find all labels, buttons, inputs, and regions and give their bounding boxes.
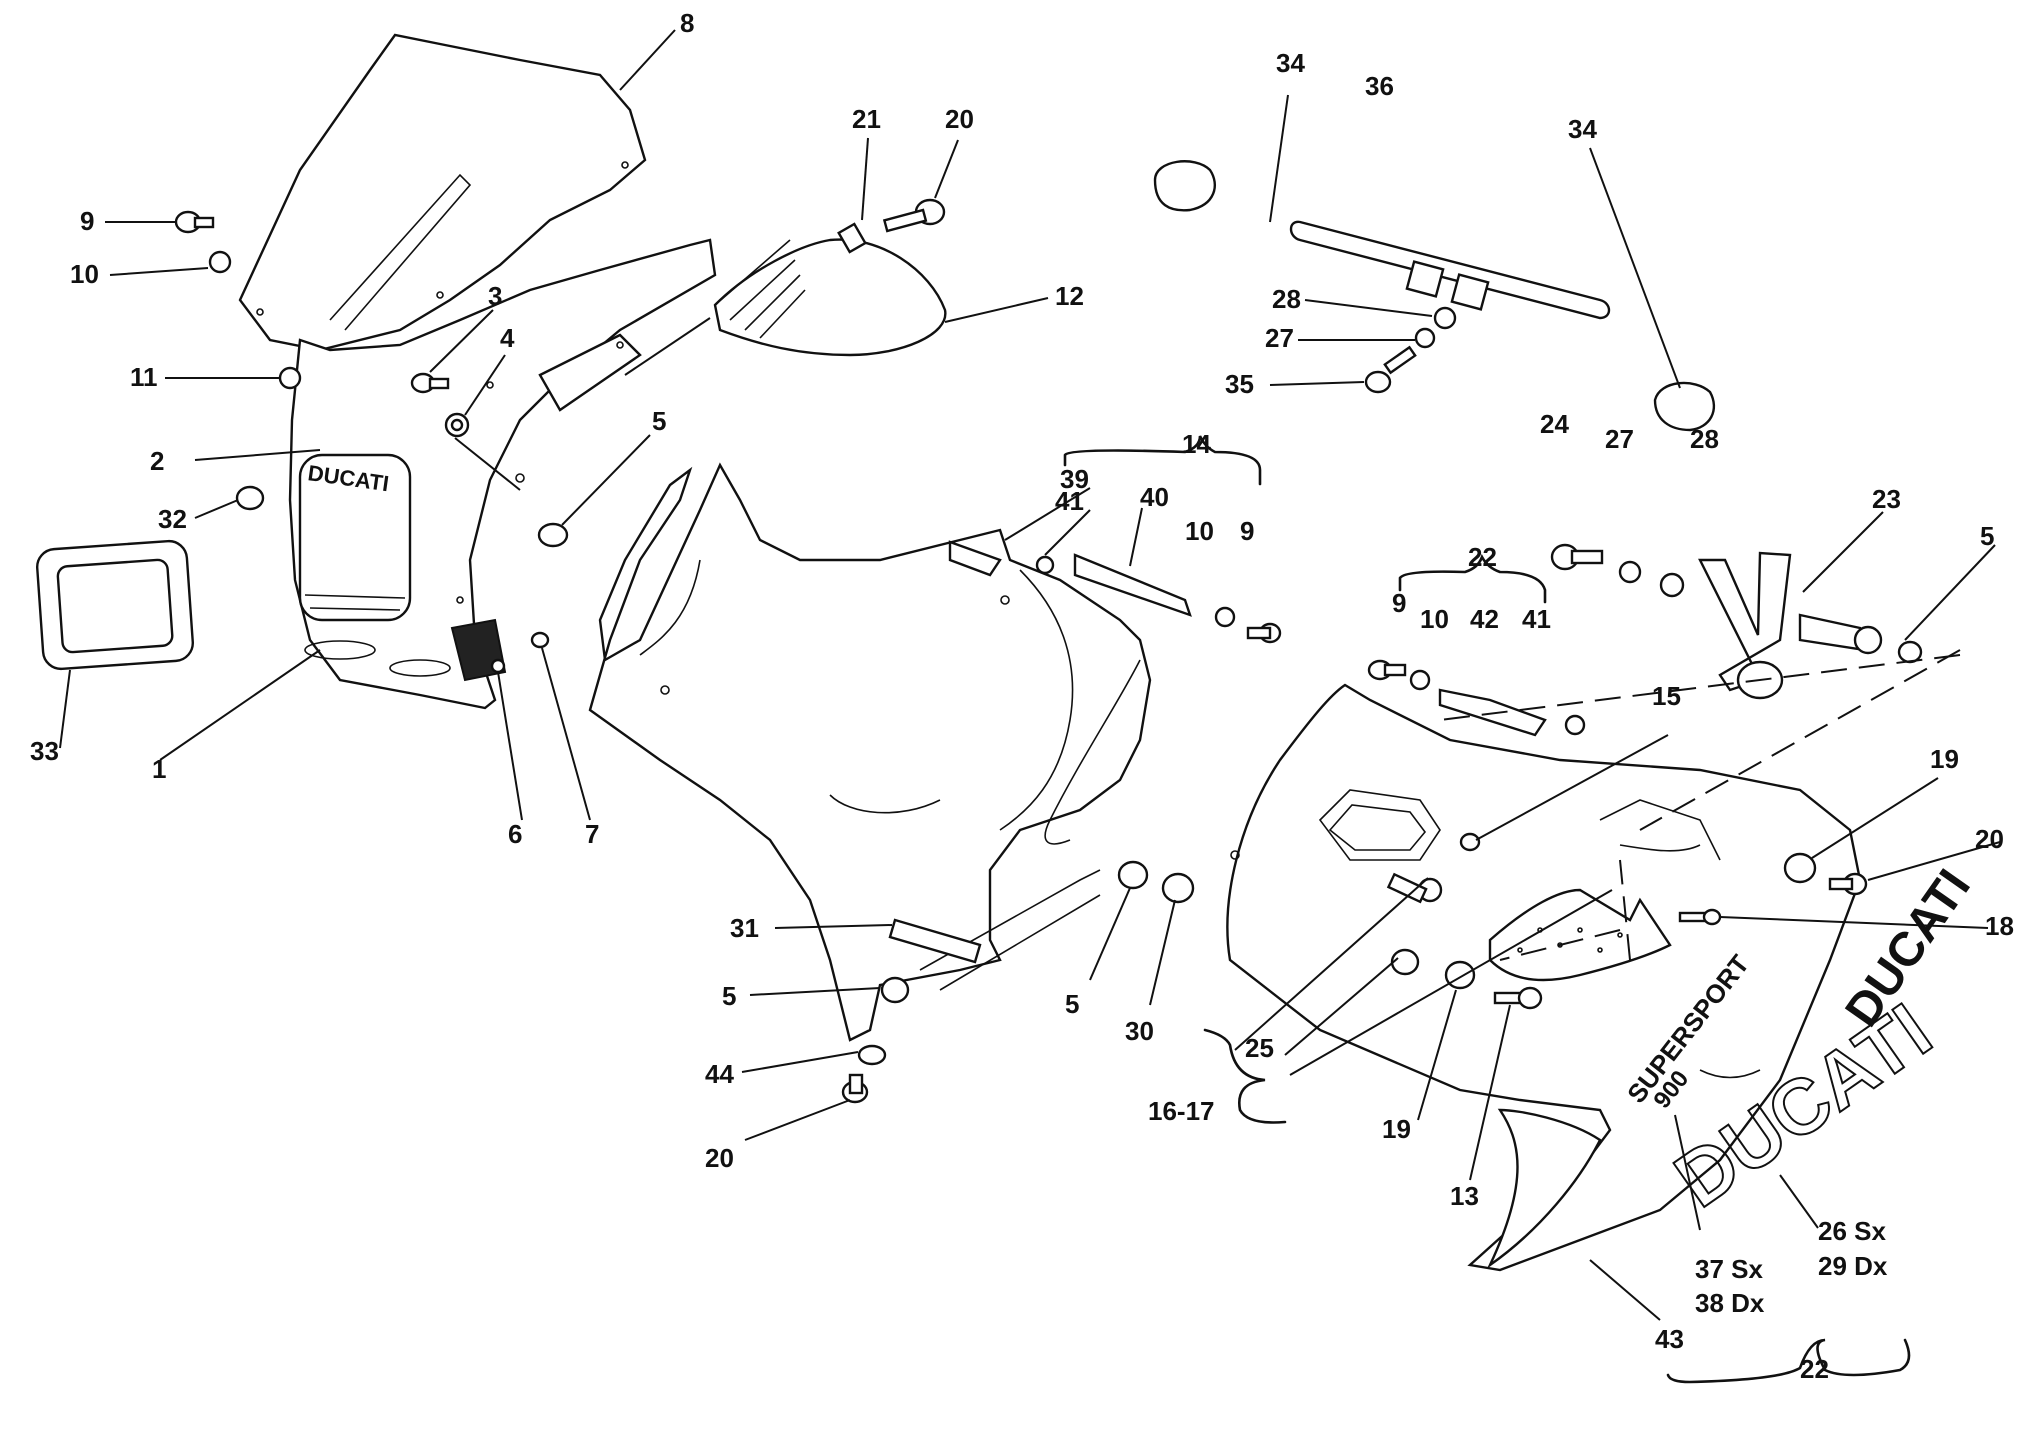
- callout-39: 39: [1060, 464, 1089, 494]
- callout-labels: 8 9 10 11 3 4 2 32 5 33 1 6 7 21 20 12 3…: [30, 8, 2014, 1384]
- callout-43: 43: [1655, 1324, 1684, 1354]
- lower-cowl: [1486, 1108, 1602, 1269]
- callout-4: 4: [500, 323, 515, 353]
- callout-31: 31: [730, 913, 759, 943]
- callout-34a: 34: [1276, 48, 1305, 78]
- callout-28b: 28: [1690, 424, 1719, 454]
- callout-9: 9: [80, 206, 94, 236]
- callout-18: 18: [1985, 911, 2014, 941]
- callout-5b: 5: [1980, 521, 1994, 551]
- leader-lines: [59, 29, 2001, 1321]
- callout-44: 44: [705, 1059, 734, 1089]
- callout-24: 24: [1540, 409, 1569, 439]
- callout-22b: 22: [1800, 1354, 1829, 1384]
- nose-fairing: DUCATI: [288, 238, 717, 710]
- callout-34b: 34: [1568, 114, 1597, 144]
- callout-42: 42: [1470, 604, 1499, 634]
- callout-10c: 10: [1420, 604, 1449, 634]
- callout-41b: 41: [1522, 604, 1551, 634]
- callout-9b: 9: [1240, 516, 1254, 546]
- callout-37: 37 Sx: [1695, 1254, 1763, 1284]
- assembly-lines: [1439, 649, 1961, 961]
- callout-29: 29 Dx: [1818, 1251, 1888, 1281]
- callout-5c: 5: [722, 981, 736, 1011]
- callout-27b: 27: [1605, 424, 1634, 454]
- callout-19a: 19: [1930, 744, 1959, 774]
- windscreen: [238, 33, 647, 352]
- callout-25: 25: [1245, 1033, 1274, 1063]
- callout-35: 35: [1225, 369, 1254, 399]
- callout-38: 38 Dx: [1695, 1288, 1765, 1318]
- headlight-frame: [36, 539, 194, 671]
- callout-23: 23: [1872, 484, 1901, 514]
- callout-30: 30: [1125, 1016, 1154, 1046]
- mirror: [713, 238, 947, 357]
- callout-22a: 22: [1468, 542, 1497, 572]
- callout-27a: 27: [1265, 323, 1294, 353]
- callout-33: 33: [30, 736, 59, 766]
- hardware: [174, 160, 1923, 1104]
- callout-16-17: 16-17: [1148, 1096, 1215, 1126]
- callout-10: 10: [70, 259, 99, 289]
- callout-20b: 20: [1975, 824, 2004, 854]
- callout-19b: 19: [1382, 1114, 1411, 1144]
- callout-3: 3: [488, 281, 502, 311]
- callout-5a: 5: [652, 406, 666, 436]
- group-braces: [1063, 435, 1911, 1384]
- callout-12: 12: [1055, 281, 1084, 311]
- callout-32: 32: [158, 504, 187, 534]
- callout-40: 40: [1140, 482, 1169, 512]
- callout-10b: 10: [1185, 516, 1214, 546]
- callout-14: 14: [1182, 429, 1211, 459]
- left-side-fairing: [588, 462, 1152, 1042]
- callout-1: 1: [152, 754, 166, 784]
- callout-5d: 5: [1065, 989, 1079, 1019]
- callout-7: 7: [585, 819, 599, 849]
- callout-28a: 28: [1272, 284, 1301, 314]
- callout-20a: 20: [945, 104, 974, 134]
- callout-21: 21: [852, 104, 881, 134]
- callout-9c: 9: [1392, 588, 1406, 618]
- callout-8: 8: [680, 8, 694, 38]
- callout-2: 2: [150, 446, 164, 476]
- callout-41a: 41: [1055, 486, 1084, 516]
- callout-26: 26 Sx: [1818, 1216, 1886, 1246]
- callout-20c: 20: [705, 1143, 734, 1173]
- callout-36: 36: [1365, 71, 1394, 101]
- callout-6: 6: [508, 819, 522, 849]
- callout-13: 13: [1450, 1181, 1479, 1211]
- callout-15: 15: [1652, 681, 1681, 711]
- callout-11: 11: [130, 362, 158, 392]
